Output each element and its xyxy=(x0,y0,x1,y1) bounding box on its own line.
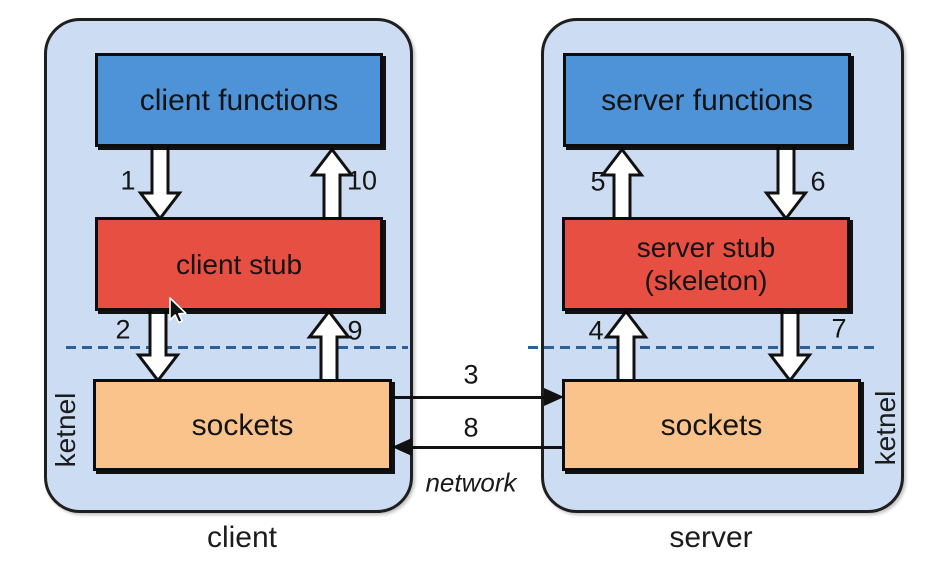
server-stub-box: server stub (skeleton) xyxy=(562,217,850,311)
step-label-7: 7 xyxy=(831,313,847,344)
network-label: network xyxy=(425,467,517,498)
arrow-6-down-icon xyxy=(763,147,809,221)
client-kernel-label: ketnel xyxy=(50,392,81,468)
server-kernel-label: ketnel xyxy=(870,390,901,466)
step-label-4: 4 xyxy=(588,315,604,346)
server-stub-label-line2: (skeleton) xyxy=(644,265,768,296)
arrow-7-down-icon xyxy=(767,309,813,383)
network-arrow-3-line xyxy=(392,396,545,399)
step-label-3: 3 xyxy=(463,359,479,390)
step-label-1: 1 xyxy=(120,165,136,196)
step-label-9: 9 xyxy=(347,315,363,346)
network-arrow-8-head-icon xyxy=(392,438,412,456)
server-functions-label: server functions xyxy=(601,83,813,117)
client-functions-box: client functions xyxy=(95,53,383,147)
server-functions-box: server functions xyxy=(563,53,851,147)
server-sockets-box: sockets xyxy=(562,379,861,471)
server-caption: server xyxy=(669,521,753,554)
client-caption: client xyxy=(206,521,278,554)
server-stub-label: server stub (skeleton) xyxy=(637,231,776,297)
step-label-8: 8 xyxy=(463,412,479,443)
client-functions-label: client functions xyxy=(139,83,339,117)
step-label-2: 2 xyxy=(115,314,131,345)
server-kernel-boundary-dashed-line xyxy=(528,346,878,349)
arrow-4-up-icon xyxy=(603,309,649,383)
client-stub-label: client stub xyxy=(175,248,303,280)
step-label-6: 6 xyxy=(810,166,826,197)
server-sockets-label: sockets xyxy=(660,408,763,442)
client-sockets-label: sockets xyxy=(191,408,294,442)
server-stub-label-line1: server stub xyxy=(636,232,776,263)
step-label-10: 10 xyxy=(346,165,378,196)
step-label-5: 5 xyxy=(590,166,606,197)
arrow-10-up-icon xyxy=(309,147,355,221)
client-stub-box: client stub xyxy=(95,217,383,311)
network-arrow-8-line xyxy=(411,446,562,449)
client-sockets-box: sockets xyxy=(93,379,392,471)
arrow-9-up-icon xyxy=(306,309,352,383)
client-kernel-boundary-dashed-line xyxy=(66,346,408,349)
arrow-1-down-icon xyxy=(137,147,183,221)
mouse-cursor-icon xyxy=(169,297,187,324)
arrow-2-down-icon xyxy=(135,309,181,383)
arrow-5-up-icon xyxy=(599,147,645,221)
network-arrow-3-head-icon xyxy=(544,388,564,406)
